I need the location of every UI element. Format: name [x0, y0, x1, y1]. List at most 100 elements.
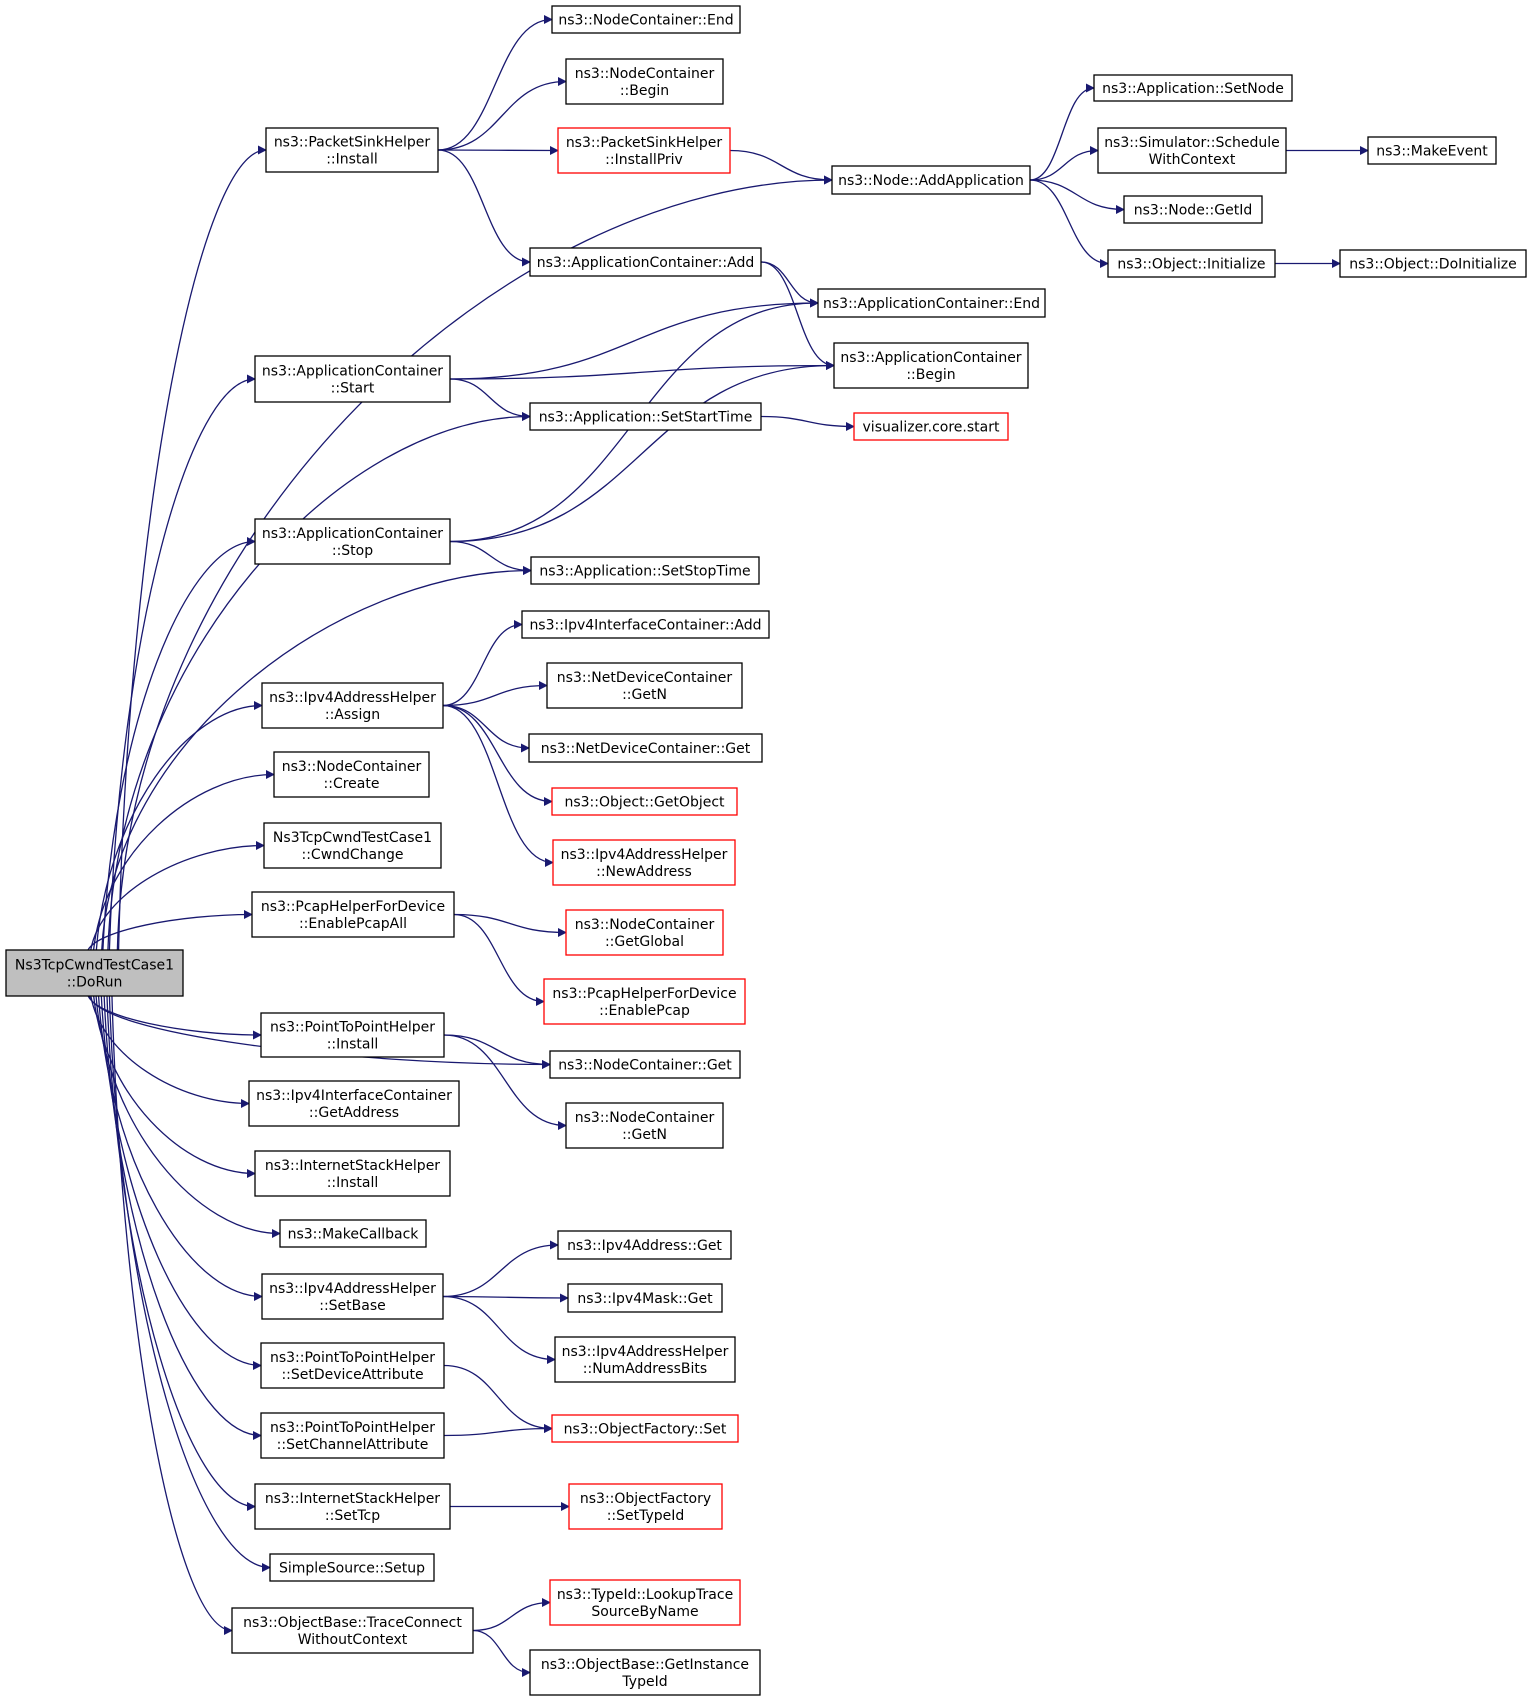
node-box-psh_installpriv — [557, 127, 731, 174]
edge-root-to-nc_create — [92, 770, 275, 951]
node-obj_getobject[interactable]: ns3::Object::GetObject — [551, 787, 738, 816]
node-ipv4ah_assign[interactable]: ns3::Ipv4AddressHelper::Assign — [261, 682, 444, 729]
node-simple_setup[interactable]: SimpleSource::Setup — [269, 1553, 435, 1582]
node-box-nc_get — [549, 1050, 741, 1079]
edge-root-to-ac_start — [108, 374, 256, 951]
node-box-app_setstart — [529, 402, 762, 431]
node-label-p2p_setchanattr-1: ::SetChannelAttribute — [277, 1437, 429, 1453]
node-box-of_settypeid — [568, 1483, 723, 1530]
node-ish_settcp[interactable]: ns3::InternetStackHelper::SetTcp — [254, 1483, 451, 1530]
node-label-ndc_getn-1: ::GetN — [622, 687, 667, 703]
node-of_settypeid[interactable]: ns3::ObjectFactory::SetTypeId — [568, 1483, 723, 1530]
edge-ac_add-to-ac_end — [760, 261, 819, 308]
node-p2p_install[interactable]: ns3::PointToPointHelper::Install — [260, 1012, 445, 1058]
node-label-nc_getn-0: ns3::NodeContainer — [575, 1110, 715, 1126]
node-ipv4ic_add[interactable]: ns3::Ipv4InterfaceContainer::Add — [521, 610, 770, 639]
node-ipv4m_get[interactable]: ns3::Ipv4Mask::Get — [567, 1283, 723, 1313]
node-label-sim_schedule-1: WithContext — [1149, 152, 1236, 168]
edge-p2p_install-to-nc_get — [443, 1034, 551, 1069]
node-app_setstop[interactable]: ns3::Application::SetStopTime — [530, 556, 760, 585]
node-box-ipv4ah_setbase — [261, 1273, 444, 1320]
node-make_event[interactable]: ns3::MakeEvent — [1367, 136, 1497, 165]
node-node_getid[interactable]: ns3::Node::GetId — [1123, 195, 1263, 224]
node-app_setstart[interactable]: ns3::Application::SetStartTime — [529, 402, 762, 431]
node-psh_install[interactable]: ns3::PacketSinkHelper::Install — [265, 127, 439, 173]
edge-psh_install-to-nc_begin — [437, 77, 567, 151]
node-label-ndc_getn-0: ns3::NetDeviceContainer — [557, 670, 733, 686]
node-box-app_setstop — [530, 556, 760, 585]
node-app_setnode[interactable]: ns3::Application::SetNode — [1093, 74, 1293, 102]
node-label-ac_start-1: ::Start — [331, 381, 375, 397]
node-nc_begin[interactable]: ns3::NodeContainer::Begin — [565, 58, 724, 105]
edge-root-to-simple_setup — [108, 995, 271, 1572]
node-label-make_callback-0: ns3::MakeCallback — [288, 1227, 420, 1243]
node-ipv4a_get[interactable]: ns3::Ipv4Address::Get — [557, 1230, 732, 1260]
node-node_addapp[interactable]: ns3::Node::AddApplication — [831, 165, 1031, 195]
node-ipv4ah_setbase[interactable]: ns3::Ipv4AddressHelper::SetBase — [261, 1273, 444, 1320]
node-label-p2p_install-0: ns3::PointToPointHelper — [270, 1020, 435, 1036]
node-of_set[interactable]: ns3::ObjectFactory::Set — [551, 1414, 739, 1443]
edge-ac_add-to-ac_begin — [760, 261, 835, 370]
node-nc_getn[interactable]: ns3::NodeContainer::GetN — [565, 1102, 724, 1149]
node-box-ish_settcp — [254, 1483, 451, 1530]
node-ipv4ah_newaddr[interactable]: ns3::Ipv4AddressHelper::NewAddress — [552, 839, 736, 886]
node-box-nc_begin — [565, 58, 724, 105]
node-label-ipv4a_get-0: ns3::Ipv4Address::Get — [567, 1238, 722, 1254]
node-nc_getglobal[interactable]: ns3::NodeContainer::GetGlobal — [565, 909, 724, 956]
node-label-nc_getglobal-0: ns3::NodeContainer — [575, 917, 715, 933]
node-psh_installpriv[interactable]: ns3::PacketSinkHelper::InstallPriv — [557, 127, 731, 174]
node-box-pcap_enable — [543, 978, 746, 1025]
node-label-ipv4ah_newaddr-1: ::NewAddress — [596, 864, 692, 880]
node-cwnd_change[interactable]: Ns3TcpCwndTestCase1::CwndChange — [263, 822, 442, 869]
node-obj_init[interactable]: ns3::Object::Initialize — [1107, 249, 1276, 278]
edge-root-to-node_addapp — [116, 175, 833, 951]
node-ipv4ah_numbits[interactable]: ns3::Ipv4AddressHelper::NumAddressBits — [554, 1336, 736, 1383]
node-box-node_addapp — [831, 165, 1031, 195]
edge-p2p_install-to-nc_getn — [443, 1034, 567, 1130]
node-ish_install[interactable]: ns3::InternetStackHelper::Install — [254, 1150, 451, 1197]
edge-ac_start-to-ac_begin — [449, 361, 835, 380]
node-ac_add[interactable]: ns3::ApplicationContainer::Add — [529, 247, 762, 277]
node-ipv4ic_getaddr[interactable]: ns3::Ipv4InterfaceContainer::GetAddress — [248, 1080, 460, 1127]
edge-root-to-ish_settcp — [106, 995, 256, 1511]
edge-ipv4ah_setbase-to-ipv4a_get — [442, 1240, 559, 1298]
node-nc_end[interactable]: ns3::NodeContainer::End — [551, 5, 741, 34]
node-pcap_enableall[interactable]: ns3::PcapHelperForDevice::EnablePcapAll — [251, 891, 455, 938]
edge-ac_stop-to-ac_begin — [449, 361, 835, 543]
edge-psh_installpriv-to-node_addapp — [729, 149, 833, 185]
node-label-obj_doinit-0: ns3::Object::DoInitialize — [1349, 257, 1516, 273]
node-ob_traceconnect[interactable]: ns3::ObjectBase::TraceConnectWithoutCont… — [231, 1607, 474, 1654]
node-vis_start[interactable]: visualizer.core.start — [853, 412, 1009, 441]
node-ac_start[interactable]: ns3::ApplicationContainer::Start — [254, 355, 451, 403]
node-label-vis_start-0: visualizer.core.start — [863, 420, 1000, 436]
node-ndc_get[interactable]: ns3::NetDeviceContainer::Get — [528, 733, 763, 763]
node-ac_stop[interactable]: ns3::ApplicationContainer::Stop — [254, 518, 451, 565]
node-label-sim_schedule-0: ns3::Simulator::Schedule — [1104, 135, 1280, 151]
edge-ipv4ah_assign-to-ndc_getn — [442, 681, 548, 707]
node-ndc_getn[interactable]: ns3::NetDeviceContainer::GetN — [546, 662, 743, 709]
node-box-psh_install — [265, 127, 439, 173]
node-obj_doinit[interactable]: ns3::Object::DoInitialize — [1339, 249, 1527, 278]
edge-root-to-app_setstart — [107, 412, 531, 951]
node-pcap_enable[interactable]: ns3::PcapHelperForDevice::EnablePcap — [543, 978, 746, 1025]
node-label-ish_install-0: ns3::InternetStackHelper — [265, 1158, 440, 1174]
node-nc_get[interactable]: ns3::NodeContainer::Get — [549, 1050, 741, 1079]
node-make_callback[interactable]: ns3::MakeCallback — [279, 1219, 427, 1248]
node-label-ipv4ah_newaddr-0: ns3::Ipv4AddressHelper — [561, 847, 728, 863]
node-label-ipv4ah_assign-0: ns3::Ipv4AddressHelper — [269, 690, 436, 706]
node-p2p_setchanattr[interactable]: ns3::PointToPointHelper::SetChannelAttri… — [260, 1412, 445, 1459]
node-label-ish_settcp-0: ns3::InternetStackHelper — [265, 1491, 440, 1507]
node-p2p_setdevattr[interactable]: ns3::PointToPointHelper::SetDeviceAttrib… — [260, 1342, 445, 1389]
node-root[interactable]: Ns3TcpCwndTestCase1::DoRun — [5, 949, 184, 997]
edge-psh_install-to-ac_add — [437, 149, 531, 267]
node-label-ipv4ah_numbits-1: ::NumAddressBits — [583, 1361, 707, 1377]
node-ac_begin[interactable]: ns3::ApplicationContainer::Begin — [833, 342, 1029, 389]
node-ac_end[interactable]: ns3::ApplicationContainer::End — [817, 288, 1046, 318]
node-nc_create[interactable]: ns3::NodeContainer::Create — [273, 751, 430, 798]
edge-root-to-p2p_setdevattr — [100, 995, 262, 1370]
node-box-root — [5, 949, 184, 997]
